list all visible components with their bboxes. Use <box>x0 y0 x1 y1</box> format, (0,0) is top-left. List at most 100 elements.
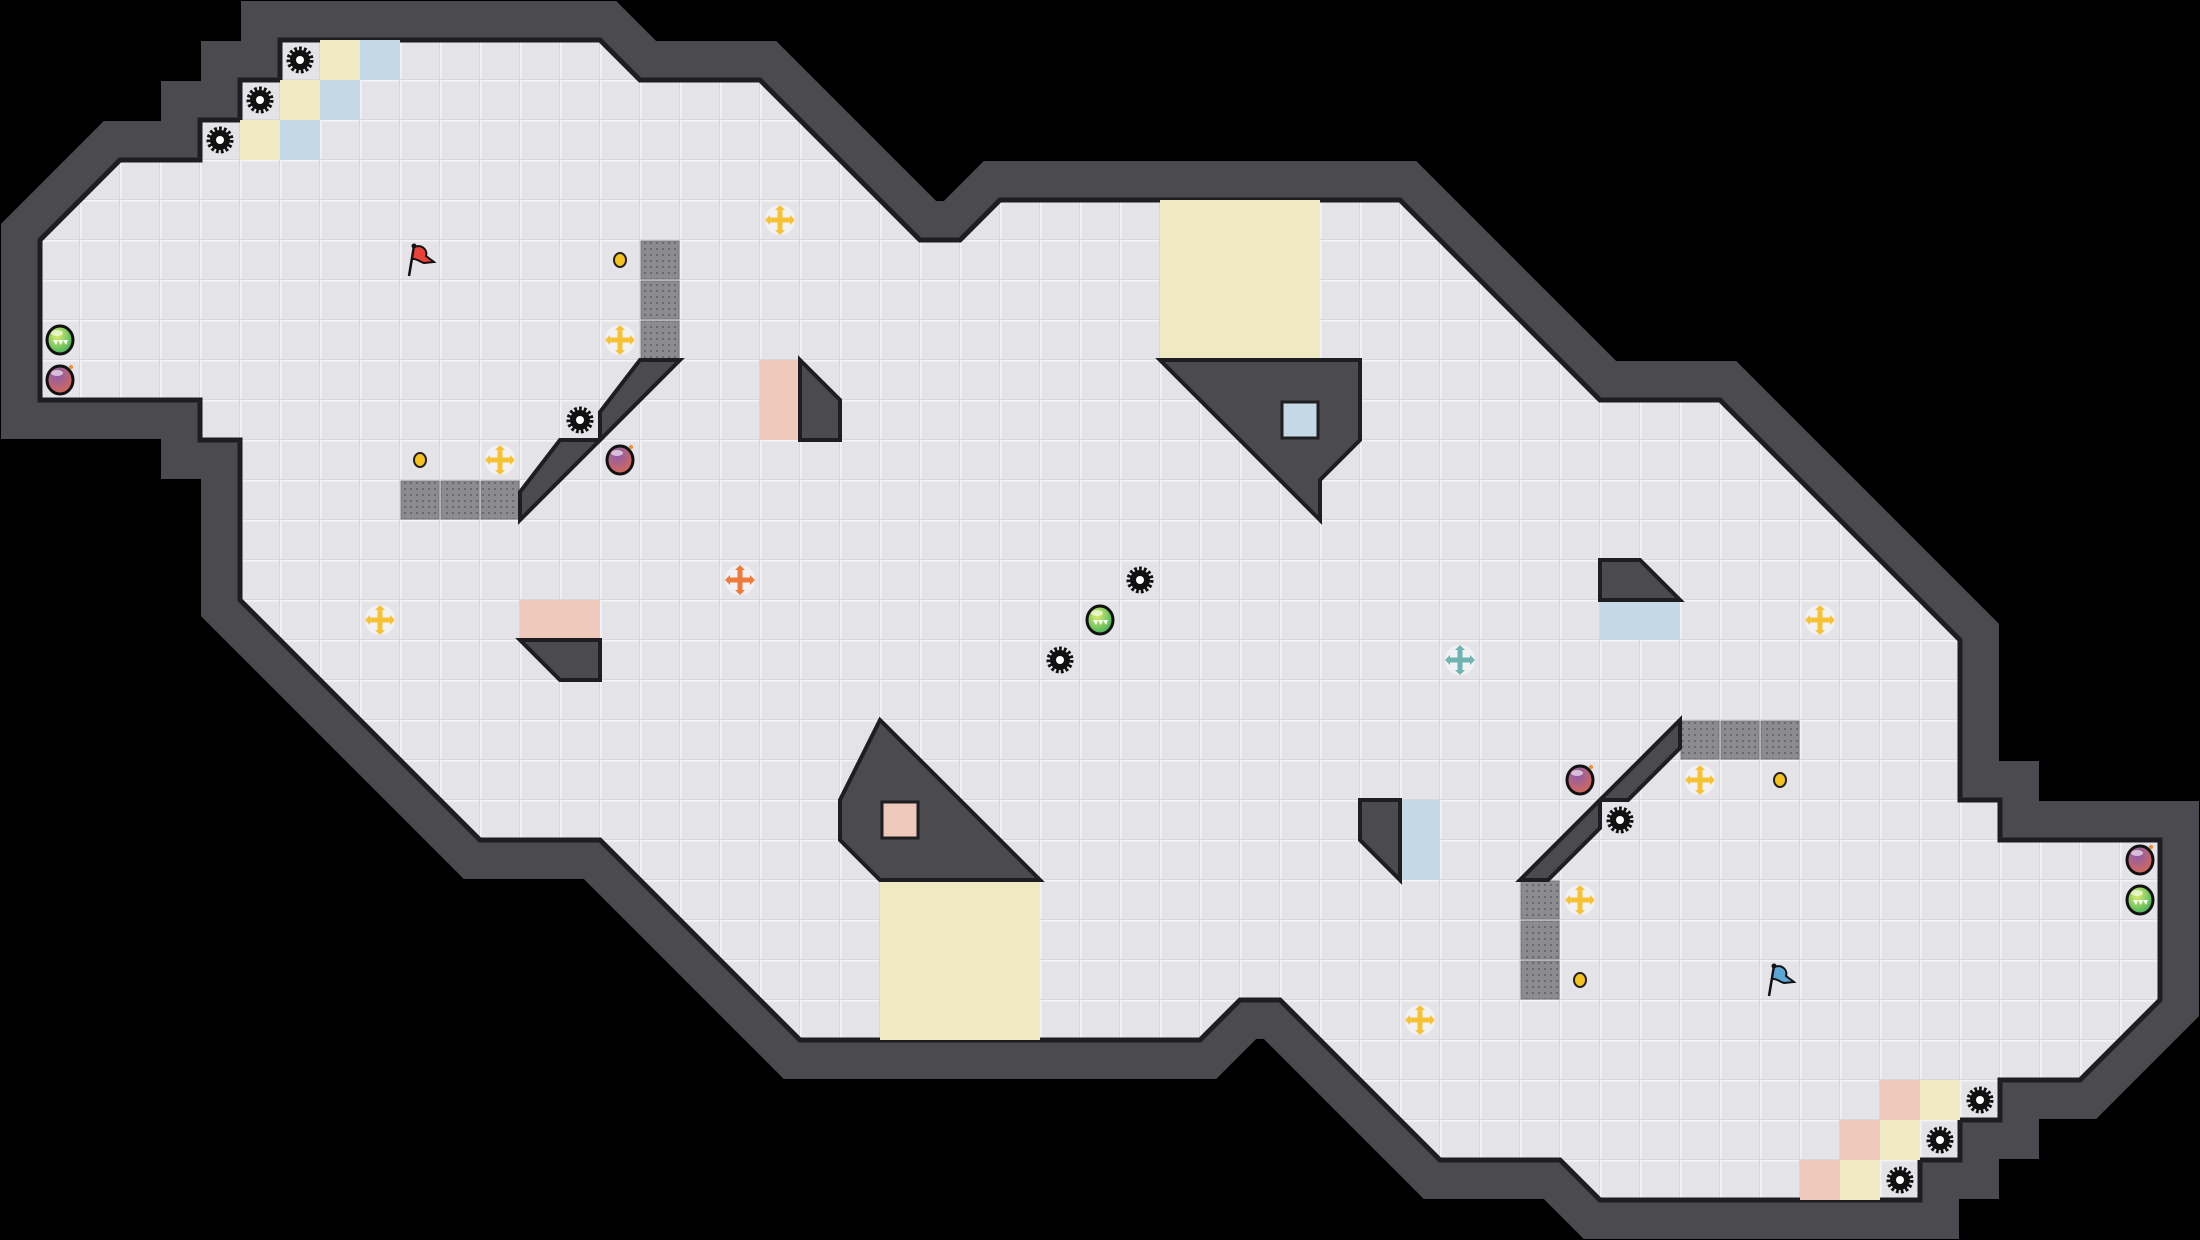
coin-icon[interactable] <box>1573 972 1587 988</box>
yellow-tile <box>920 960 960 1000</box>
yellow-cross-icon[interactable] <box>1685 765 1715 795</box>
gear-icon[interactable] <box>566 406 594 434</box>
grey-block <box>1760 720 1800 760</box>
yellow-cross-icon[interactable] <box>605 325 635 355</box>
gear-icon[interactable] <box>1926 1126 1954 1154</box>
yellow-tile <box>240 120 280 160</box>
yellow-cross-icon[interactable] <box>1405 1005 1435 1035</box>
yellow-tile <box>1280 280 1320 320</box>
pink-tile <box>560 600 600 640</box>
yellow-tile <box>1160 200 1200 240</box>
inner-wall <box>515 638 602 682</box>
inner-wall <box>1358 798 1402 885</box>
yellow-tile <box>1280 240 1320 280</box>
pink-tile <box>1880 1080 1920 1120</box>
blue-tile <box>1280 400 1320 440</box>
yellow-tile <box>1880 1120 1920 1160</box>
yellow-tile <box>1240 200 1280 240</box>
inner-wall <box>838 716 1045 882</box>
inner-wall <box>1598 558 1685 602</box>
yellow-tile <box>920 880 960 920</box>
red-flag-icon[interactable] <box>407 243 437 277</box>
yellow-cross-icon[interactable] <box>1805 605 1835 635</box>
coin-icon[interactable] <box>613 252 627 268</box>
yellow-tile <box>1160 320 1200 360</box>
yellow-tile <box>1160 280 1200 320</box>
blue-tile <box>1640 600 1680 640</box>
grey-block <box>1680 720 1720 760</box>
yellow-cross-icon[interactable] <box>765 205 795 235</box>
yellow-tile <box>1240 280 1280 320</box>
yellow-cross-icon[interactable] <box>365 605 395 635</box>
yellow-tile <box>1000 920 1040 960</box>
yellow-tile <box>1920 1080 1960 1120</box>
pink-tile <box>880 800 920 840</box>
blue-tile <box>1600 600 1640 640</box>
yellow-tile <box>1200 320 1240 360</box>
purple-orb-icon[interactable] <box>605 444 635 476</box>
yellow-tile <box>880 1000 920 1040</box>
green-orb-icon[interactable] <box>45 324 75 356</box>
inner-walls <box>515 355 1685 885</box>
yellow-cross-icon[interactable] <box>485 445 515 475</box>
coin-icon[interactable] <box>413 452 427 468</box>
gear-icon[interactable] <box>1966 1086 1994 1114</box>
yellow-tile <box>1160 240 1200 280</box>
pink-tile <box>520 600 560 640</box>
purple-orb-icon[interactable] <box>1565 764 1595 796</box>
gear-icon[interactable] <box>1606 806 1634 834</box>
yellow-tile <box>1000 960 1040 1000</box>
purple-orb-icon[interactable] <box>2125 844 2155 876</box>
yellow-tile <box>1240 320 1280 360</box>
inner-wall <box>518 438 605 525</box>
yellow-cross-icon[interactable] <box>1565 885 1595 915</box>
gear-icon[interactable] <box>1126 566 1154 594</box>
yellow-tile <box>1240 240 1280 280</box>
blue-tile <box>280 120 320 160</box>
entities <box>45 46 2155 1194</box>
grey-block <box>640 280 680 320</box>
blue-tile <box>320 80 360 120</box>
yellow-tile <box>320 40 360 80</box>
gear-icon[interactable] <box>246 86 274 114</box>
yellow-tile <box>1200 200 1240 240</box>
grey-block <box>1520 880 1560 920</box>
gear-icon[interactable] <box>206 126 234 154</box>
blue-tile <box>1400 800 1440 840</box>
yellow-tile <box>1280 320 1320 360</box>
pink-tile <box>760 360 800 400</box>
grey-block <box>1520 960 1560 1000</box>
grey-block <box>640 320 680 360</box>
yellow-tile <box>960 920 1000 960</box>
inner-wall <box>1595 715 1682 802</box>
yellow-tile <box>1200 240 1240 280</box>
green-orb-icon[interactable] <box>1085 604 1115 636</box>
grey-block <box>480 480 520 520</box>
yellow-tile <box>280 80 320 120</box>
grey-block <box>1720 720 1760 760</box>
gear-icon[interactable] <box>1886 1166 1914 1194</box>
pink-tile <box>1840 1120 1880 1160</box>
yellow-tile <box>960 960 1000 1000</box>
inner-wall <box>798 355 842 442</box>
yellow-tile <box>1000 880 1040 920</box>
yellow-tile <box>880 960 920 1000</box>
colored-tiles <box>240 40 1960 1200</box>
coin-icon[interactable] <box>1773 772 1787 788</box>
inner-wall <box>1155 358 1362 525</box>
yellow-tile <box>920 1000 960 1040</box>
teal-cross-icon[interactable] <box>1445 645 1475 675</box>
pink-tile <box>1800 1160 1840 1200</box>
gear-icon[interactable] <box>286 46 314 74</box>
purple-orb-icon[interactable] <box>45 364 75 396</box>
gear-icon[interactable] <box>1046 646 1074 674</box>
inner-wall <box>1515 795 1602 882</box>
green-orb-icon[interactable] <box>2125 884 2155 916</box>
yellow-tile <box>880 920 920 960</box>
blue-tile <box>1400 840 1440 880</box>
blue-flag-icon[interactable] <box>1767 963 1797 997</box>
orange-cross-icon[interactable] <box>725 565 755 595</box>
yellow-tile <box>960 880 1000 920</box>
grey-block <box>1520 920 1560 960</box>
